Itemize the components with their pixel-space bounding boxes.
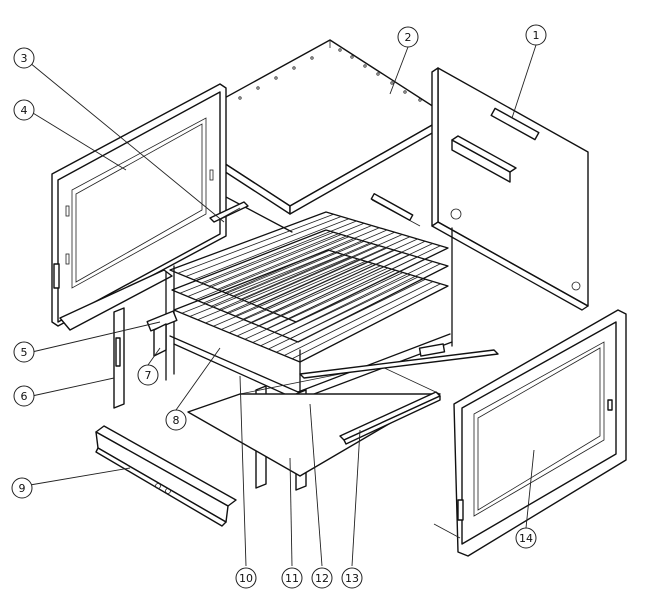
rack-wire [282,261,433,336]
callout-label: 2 [405,31,412,44]
callout-6: 6 [13,385,35,407]
callout-10: 10 [235,567,257,589]
callout-11: 11 [281,567,303,589]
rack-wire [234,247,388,317]
callout-circle [235,567,257,589]
rack-wire [291,283,441,360]
callout-circle [525,24,547,46]
callout-3: 3 [13,47,35,69]
callout-circle [13,341,35,363]
rack-wire [197,256,351,321]
rack-wire [268,276,419,350]
rack-wire [205,258,359,324]
rack-wire [195,236,350,301]
rack-wire [244,269,396,340]
callout-9: 9 [11,477,33,499]
rack-wire [224,227,380,294]
rack-wire [258,254,411,327]
callout-label: 13 [345,572,359,585]
rack-wire [284,281,434,356]
rack-wire [213,260,366,327]
callout-label: 14 [519,532,533,545]
callout-label: 8 [173,414,180,427]
callout-label: 1 [533,29,540,42]
part-front-trim [95,425,237,527]
callout-circle [397,26,419,48]
part-bottom-plate [187,365,441,477]
rack-wire [260,274,411,347]
callout-circle [11,477,33,499]
rack-wire [217,225,372,290]
rack-wire [256,236,411,307]
rack-wire [179,231,334,294]
callout-1: 1 [525,24,547,46]
callout-8: 8 [165,409,187,431]
callout-label: 11 [285,572,299,585]
callout-label: 4 [21,104,28,117]
rack-wire [250,252,403,323]
rack-wire [228,265,381,334]
part-runners [299,349,499,445]
rack-wire [211,240,365,307]
rack-wire [219,243,372,310]
rack-wire [248,234,403,303]
rack-wire [266,256,418,330]
callout-circle [13,99,35,121]
part-wire-racks [146,211,453,401]
callout-circle [281,567,303,589]
rack-wire [221,263,374,330]
callout-5: 5 [13,341,35,363]
part-door [433,309,627,557]
callout-label: 5 [21,346,28,359]
rack-wire [201,220,357,284]
callout-circle [311,567,333,589]
part-bracket [209,201,249,223]
callout-label: 12 [315,572,329,585]
callout-label: 3 [21,52,28,65]
rack-wire [187,234,342,297]
callout-circle [341,567,363,589]
callout-circle [13,385,35,407]
rack-wire [203,238,357,304]
rack-wire [240,231,395,300]
rack-wire [232,229,388,297]
rack-wire [242,249,395,320]
callout-7: 7 [137,364,159,386]
callout-label: 6 [21,390,28,403]
rack-wire [185,216,342,277]
callout-14: 14 [515,527,537,549]
part-front-left-frame [113,307,167,409]
callout-label: 10 [239,572,253,585]
callout-circle [13,47,35,69]
rack-wire [189,254,344,317]
rack-wire [264,238,418,310]
callout-label: 7 [145,369,152,382]
callout-13: 13 [341,567,363,589]
part-left-side-panel [51,83,227,331]
rack-wire [236,267,389,337]
callout-2: 2 [397,26,419,48]
rack-wire [181,251,336,314]
callout-circle [137,364,159,386]
rack-wire [274,258,426,333]
part-right-side-panel [370,67,589,311]
rack-wire [193,218,350,281]
rack-wire [209,222,365,287]
rack-wire [226,245,380,314]
callout-label: 9 [19,482,26,495]
rack-wire [276,278,426,353]
callout-circle [515,527,537,549]
rack-wire [252,272,404,343]
rack-wire [177,213,334,274]
callout-4: 4 [13,99,35,121]
callout-12: 12 [311,567,333,589]
callout-circle [165,409,187,431]
